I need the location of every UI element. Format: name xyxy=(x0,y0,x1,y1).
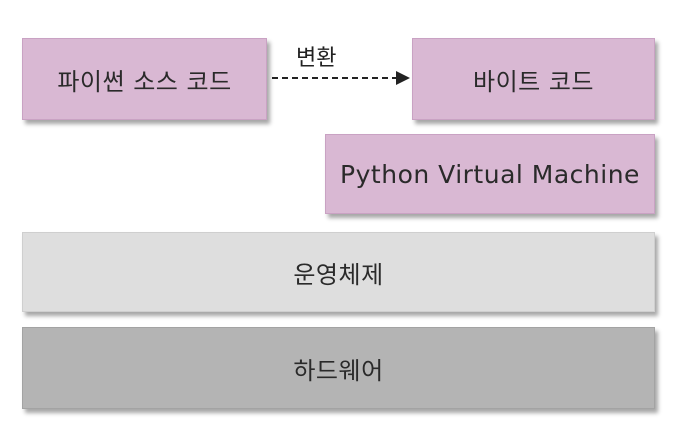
python-source-code-box: 파이썬 소스 코드 xyxy=(22,38,267,120)
hardware-label: 하드웨어 xyxy=(293,356,384,385)
python-virtual-machine-label: Python Virtual Machine xyxy=(340,159,640,189)
byte-code-box: 바이트 코드 xyxy=(412,38,655,120)
operating-system-label: 운영체제 xyxy=(293,260,384,289)
conversion-label: 변환 xyxy=(296,46,337,71)
operating-system-layer: 운영체제 xyxy=(22,232,655,312)
python-source-code-label: 파이썬 소스 코드 xyxy=(57,67,232,96)
conversion-arrow xyxy=(272,71,410,85)
hardware-layer: 하드웨어 xyxy=(22,327,655,409)
python-virtual-machine-box: Python Virtual Machine xyxy=(325,134,655,214)
byte-code-label: 바이트 코드 xyxy=(472,67,595,96)
